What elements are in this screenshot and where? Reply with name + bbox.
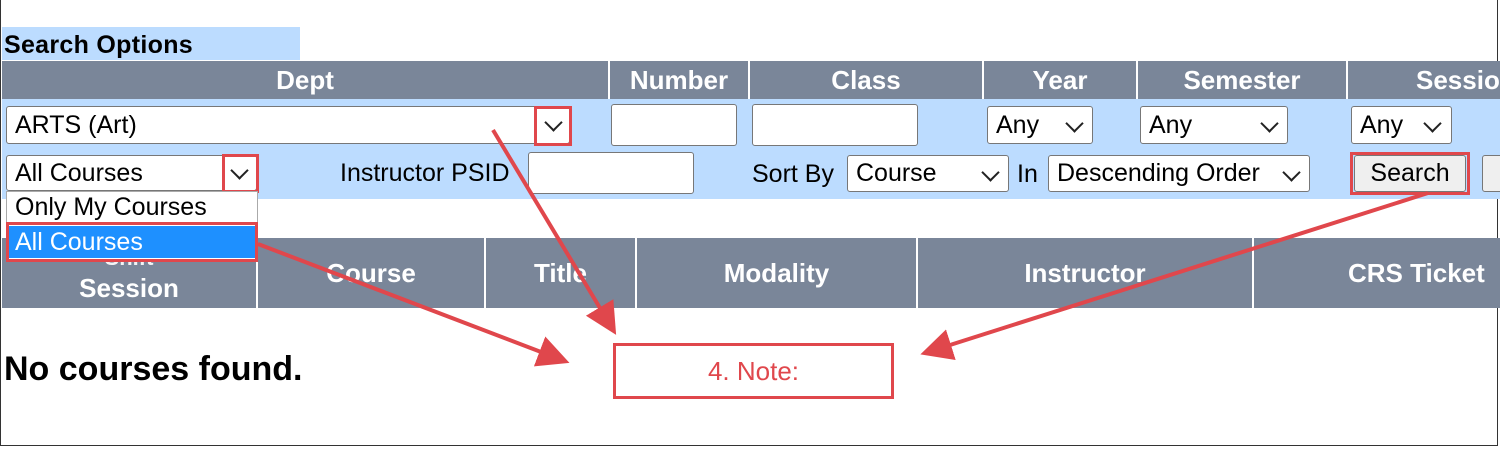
divider xyxy=(256,238,258,308)
divider xyxy=(608,61,610,99)
instructor-psid-input[interactable] xyxy=(528,152,694,194)
header-session: Sessio xyxy=(1348,61,1500,99)
option-all-courses[interactable]: All Courses xyxy=(9,226,255,258)
semester-select[interactable]: Any xyxy=(1140,106,1288,144)
session-select[interactable]: Any xyxy=(1351,106,1452,144)
courses-select[interactable]: All Courses xyxy=(6,155,257,191)
page-frame xyxy=(0,0,1498,446)
sort-by-select[interactable]: Course xyxy=(847,155,1009,192)
dept-dropdown-highlight xyxy=(534,106,572,146)
search-button[interactable]: Search xyxy=(1354,155,1466,192)
annotation-note: 4. Note: xyxy=(613,343,894,399)
search-options-title: Search Options xyxy=(4,31,193,59)
option-only-my-courses[interactable]: Only My Courses xyxy=(15,193,207,221)
order-select[interactable]: Descending Order xyxy=(1048,155,1310,192)
all-courses-highlight xyxy=(6,222,258,262)
column-instructor: Instructor xyxy=(1024,258,1146,288)
dept-select-value: ARTS (Art) xyxy=(15,110,137,139)
column-modality: Modality xyxy=(723,258,830,288)
divider xyxy=(1136,61,1138,99)
no-courses-message: No courses found. xyxy=(4,350,303,388)
note-number: 4. Note: xyxy=(707,355,800,386)
header-semester: Semester xyxy=(1138,61,1346,99)
column-session-label: Session xyxy=(79,273,179,303)
arrow-from-dept xyxy=(491,128,617,335)
search-button-highlight xyxy=(1350,152,1470,195)
divider xyxy=(916,238,918,308)
column-crs-ticket: CRS Ticket xyxy=(1348,258,1485,288)
number-input[interactable] xyxy=(611,104,737,146)
class-input[interactable] xyxy=(752,104,918,146)
courses-select-value: All Courses xyxy=(15,158,143,187)
divider xyxy=(1346,61,1348,99)
instructor-psid-label: Instructor PSID xyxy=(340,159,510,187)
divider xyxy=(635,238,637,308)
order-select-value: Descending Order xyxy=(1057,159,1260,187)
arrow-from-search xyxy=(920,191,1429,360)
clear-button[interactable] xyxy=(1482,155,1500,192)
search-options-tab xyxy=(2,27,300,60)
courses-dropdown-list: Only My Courses All Courses xyxy=(6,191,258,262)
column-course: Course xyxy=(326,258,416,288)
sort-by-label: Sort By xyxy=(752,160,834,188)
divider xyxy=(748,61,750,99)
header-number: Number xyxy=(610,61,748,99)
header-year: Year xyxy=(984,61,1136,99)
semester-select-value: Any xyxy=(1149,110,1193,139)
divider xyxy=(1252,238,1254,308)
arrow-from-all-courses xyxy=(257,242,570,367)
header-class: Class xyxy=(750,61,982,99)
dept-select[interactable]: ARTS (Art) xyxy=(6,106,570,144)
divider xyxy=(982,61,984,99)
in-label: In xyxy=(1017,160,1038,188)
header-dept: Dept xyxy=(2,61,608,99)
session-select-value: Any xyxy=(1360,110,1404,139)
sort-by-select-value: Course xyxy=(856,159,937,187)
year-select[interactable]: Any xyxy=(987,106,1093,144)
divider xyxy=(484,238,486,308)
year-select-value: Any xyxy=(996,110,1040,139)
